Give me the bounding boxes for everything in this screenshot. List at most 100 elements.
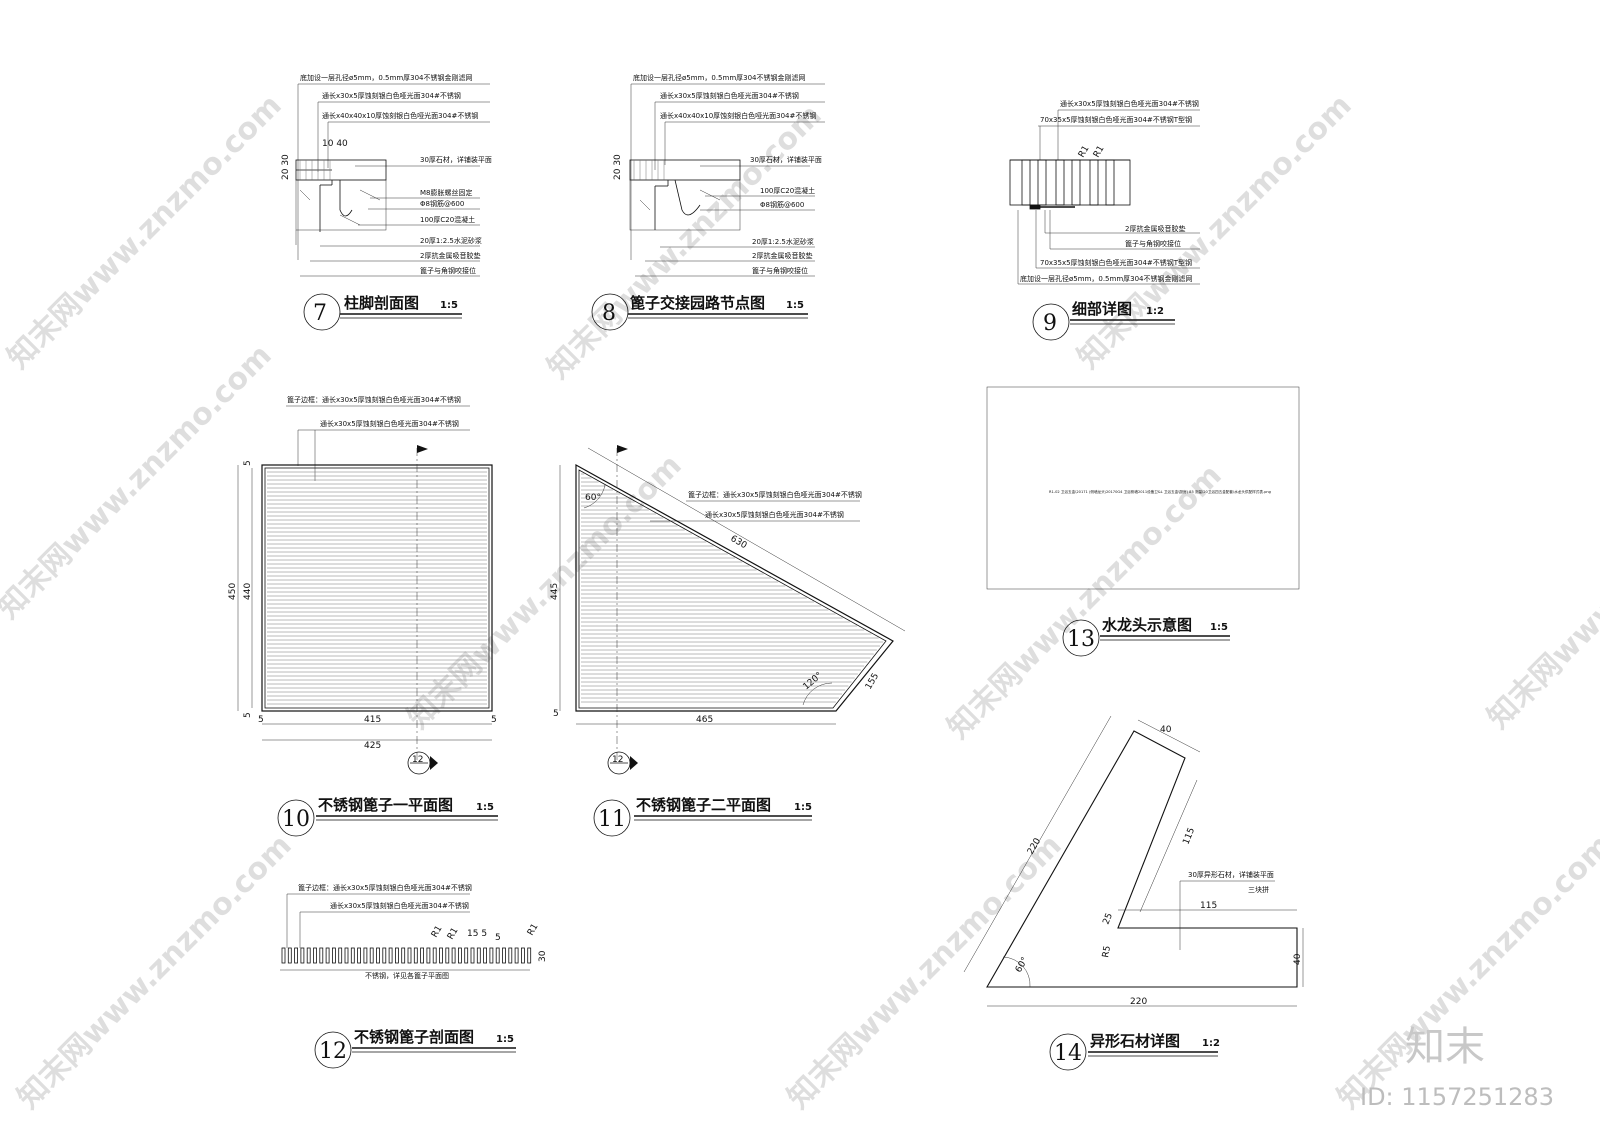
note: 通长x40x40x10厚蚀刻银白色哑光面304#不锈钢 [322,111,478,120]
note: 2厚抗金属吸音胶垫 [420,251,480,260]
dimension: 220 [1130,997,1147,1007]
detail-number: 11 [598,807,626,832]
dimension: R1 [446,926,461,941]
section-bar [407,947,412,964]
section-bar [502,947,506,964]
watermark-text: 知末网www.znzmo.com [0,338,279,626]
grate-bars [581,473,884,703]
section-bar [294,947,299,964]
detail-number-circle [1049,1033,1087,1071]
dimension: 5 [553,709,559,719]
dimension: R1 [1077,144,1092,159]
detail-title: 不锈钢篦子剖面图 [354,1028,474,1046]
note: M8膨胀螺丝固定 [420,188,473,197]
note: 篦子与角钢咬接位 [752,266,808,275]
dimension: 5 [243,712,253,718]
dimension: 415 [364,715,381,725]
note: 不锈钢，详见各篦子平面图 [365,971,449,980]
image-placeholder-text: R1-02 卫浴五金\20171 (侧墙龙头\20170G4 卫浴侧墙2011设… [1049,489,1271,494]
detail-number: 7 [313,301,327,326]
dimension: 5 [491,715,497,725]
detail-13-faucet-diagram: R1-02 卫浴五金\20171 (侧墙龙头\20170G4 卫浴侧墙2011设… [986,386,1300,657]
section-bar [432,947,437,964]
section-bar [313,947,317,964]
detail-number: 13 [1067,627,1095,652]
detail-number-circle [1062,619,1100,657]
detail-12-grate-section: 篦子边框：通长x30x5厚蚀刻银白色哑光面304#不锈钢 通长x30x5厚蚀刻银… [280,883,548,1069]
section-bar [521,947,525,964]
section-number: 12 [612,755,623,765]
detail-number-circle [1032,303,1070,341]
dimension: 20 30 [281,154,291,180]
section-bar [489,947,494,964]
section-bar [495,947,500,964]
section-bar [306,947,311,964]
note: 2厚抗金属吸音胶垫 [1125,224,1185,233]
dimension: 115 [1182,826,1198,846]
section-bar [363,947,368,964]
dimension: R1 [1092,144,1107,159]
dimension: 40 [1293,953,1303,965]
detail-title: 细部详图 [1072,300,1132,318]
section-bar [382,947,387,964]
note: 通长x30x5厚蚀刻银白色哑光面304#不锈钢 [660,91,799,100]
brand-logo-text: 知末 [1405,1024,1485,1070]
detail-14-special-stone: 40 220 115 115 25 R5 60° 40 220 30厚异形石材，… [963,715,1304,1071]
note: Φ8钢筋@600 [420,199,464,208]
detail-title: 异形石材详图 [1090,1032,1180,1050]
dimension: 5 [243,460,253,466]
section-bar [319,947,324,964]
note: 20厚1:2.5水泥砂浆 [752,237,814,246]
section-bar [338,947,343,964]
detail-number-circle [591,293,629,331]
dimension: 15 5 [467,929,487,939]
section-bar [457,947,462,964]
note: 底加设一层孔径ø5mm，0.5mm厚304不锈钢金刚滤网 [633,73,806,82]
watermark-text: 知末网www.znzmo.com [1,88,289,376]
dimension: R5 [1101,945,1113,959]
section-bar [439,947,443,964]
section-bar [413,947,418,964]
detail-scale: 1:5 [496,1034,514,1045]
section-bar [527,947,532,964]
watermark-text: 知末网www.znzmo.com [781,828,1069,1116]
section-bar [287,947,292,964]
note: 70x35x5厚蚀刻银白色哑光面304#不锈钢T型钢 [1040,258,1192,267]
dimension: 630 [729,534,749,551]
dimension: R1 [526,922,541,937]
section-bar [476,947,481,964]
detail-scale: 1:2 [1202,1038,1220,1049]
detail-number: 10 [282,807,310,832]
detail-9-detail-view: 通长x30x5厚蚀刻银白色哑光面304#不锈钢 70x35x5厚蚀刻银白色哑光面… [1009,99,1200,341]
watermark-text: 知末网www.znzmo.com [1481,448,1600,736]
section-bar [514,947,519,964]
dimension: R1 [430,924,445,939]
section-bar [376,947,380,964]
watermark-text: 知末网www.znzmo.com [1071,88,1359,376]
section-bar [281,947,286,964]
section-bar [445,947,450,964]
dimension: 20 30 [613,154,623,180]
dimension: 115 [1200,901,1217,911]
note: Φ8钢筋@600 [760,200,804,209]
note: 通长x30x5厚蚀刻银白色哑光面304#不锈钢 [330,901,469,910]
dimension: 25 [1102,912,1116,926]
dimension: 60° [1014,956,1031,975]
watermark-text: 知末网www.znzmo.com [11,828,299,1116]
dimension: 445 [550,583,560,600]
note: 通长x30x5厚蚀刻银白色哑光面304#不锈钢 [1060,99,1199,108]
detail-scale: 1:5 [794,802,812,813]
section-bar [350,947,355,964]
dimension: 440 [243,583,253,600]
dimension: 5 [258,715,264,725]
dimension: 60° [585,493,601,503]
detail-scale: 1:5 [476,802,494,813]
section-bar [357,947,362,964]
section-bars [281,947,532,964]
dimension: 40 [1160,725,1172,735]
detail-number: 12 [319,1039,347,1064]
section-bar [420,947,425,964]
note: 通长x40x40x10厚蚀刻银白色哑光面304#不锈钢 [660,111,816,120]
detail-scale: 1:5 [1210,622,1228,633]
